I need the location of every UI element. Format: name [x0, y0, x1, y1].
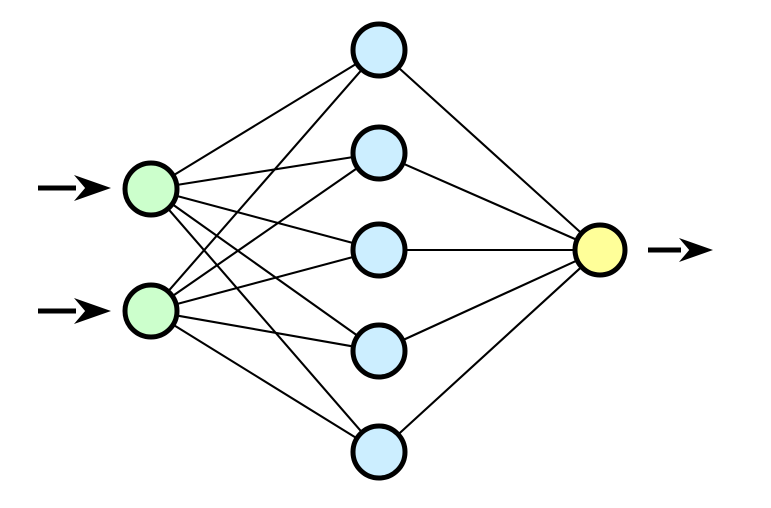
edge-h5-o1	[396, 265, 584, 437]
edge-i2-h3	[174, 255, 356, 306]
nodes-group	[122, 21, 628, 481]
edge-h1-o1	[396, 65, 584, 235]
edge-h4-o1	[400, 258, 580, 342]
node-i2-input[interactable]	[122, 282, 180, 340]
input-arrow-2	[38, 298, 111, 324]
node-h1-hidden[interactable]	[350, 21, 408, 79]
node-i1-input[interactable]	[122, 160, 180, 218]
node-h3-hidden[interactable]	[350, 221, 408, 279]
edge-i1-h4	[170, 202, 360, 338]
node-o1-output[interactable]	[572, 222, 628, 278]
edge-i2-h1	[166, 67, 364, 294]
io-arrows-group	[38, 175, 713, 324]
input-arrow-1-head-icon	[74, 175, 111, 201]
output-arrow-1	[648, 238, 713, 262]
edge-i2-h2	[170, 166, 360, 298]
output-arrow-1-head-icon	[679, 238, 713, 262]
edges-group	[166, 61, 584, 440]
node-h5-hidden[interactable]	[350, 423, 408, 481]
input-arrow-2-head-icon	[74, 298, 111, 324]
edge-i2-h5	[171, 323, 359, 440]
edge-i1-h2	[174, 155, 356, 187]
edge-i1-h5	[166, 206, 364, 435]
edge-h2-o1	[400, 161, 580, 242]
input-arrow-1	[38, 175, 111, 201]
node-h2-hidden[interactable]	[350, 124, 408, 182]
edge-i1-h1	[171, 61, 359, 178]
edge-i1-h3	[174, 194, 356, 245]
node-h4-hidden[interactable]	[350, 322, 408, 380]
edge-i2-h4	[174, 314, 356, 348]
